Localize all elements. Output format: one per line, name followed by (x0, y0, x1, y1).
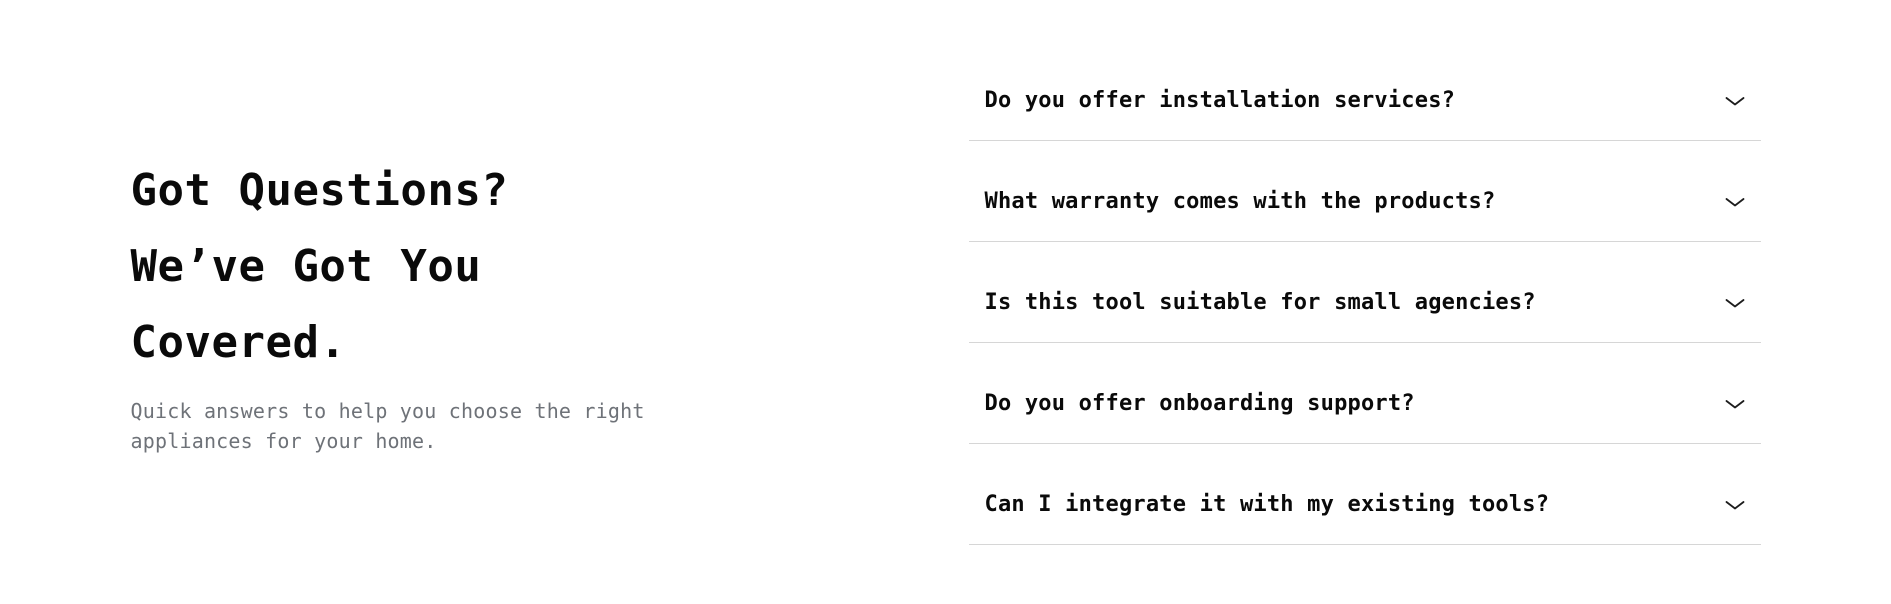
faq-question-label: Is this tool suitable for small agencies… (984, 290, 1536, 315)
faq-question-button-2[interactable]: What warranty comes with the products? (969, 141, 1761, 241)
chevron-down-icon (1725, 96, 1745, 106)
faq-item-2: What warranty comes with the products? (968, 141, 1761, 242)
chevron-down-icon (1725, 298, 1745, 308)
faq-question-label: What warranty comes with the products? (984, 189, 1496, 214)
faq-question-label: Can I integrate it with my existing tool… (984, 492, 1550, 517)
section-subtitle: Quick answers to help you choose the rig… (130, 399, 645, 453)
faq-question-button-3[interactable]: Is this tool suitable for small agencies… (969, 242, 1761, 342)
faq-container: Got Questions? We’ve Got You Covered. Qu… (131, 0, 1761, 545)
faq-question-button-5[interactable]: Can I integrate it with my existing tool… (969, 444, 1761, 544)
faq-item-5: Can I integrate it with my existing tool… (968, 444, 1761, 545)
faq-question-button-4[interactable]: Do you offer onboarding support? (969, 343, 1761, 443)
intro-column: Got Questions? We’ve Got You Covered. Qu… (131, 153, 661, 456)
chevron-down-icon (1725, 399, 1745, 409)
chevron-down-icon (1725, 500, 1745, 510)
heading-line-3: Covered. (130, 317, 347, 368)
faq-item-3: Is this tool suitable for small agencies… (968, 242, 1761, 343)
faq-question-label: Do you offer installation services? (984, 88, 1456, 113)
heading-line-2: We’ve Got You (130, 241, 482, 292)
faq-item-4: Do you offer onboarding support? (968, 343, 1761, 444)
heading-line-1: Got Questions? (130, 165, 509, 216)
faq-question-label: Do you offer onboarding support? (984, 391, 1415, 416)
section-heading: Got Questions? We’ve Got You Covered. (131, 153, 661, 381)
faq-item-1: Do you offer installation services? (968, 40, 1761, 141)
chevron-down-icon (1725, 197, 1745, 207)
faq-question-button-1[interactable]: Do you offer installation services? (969, 40, 1761, 140)
faq-accordion: Do you offer installation services? What… (968, 40, 1761, 545)
